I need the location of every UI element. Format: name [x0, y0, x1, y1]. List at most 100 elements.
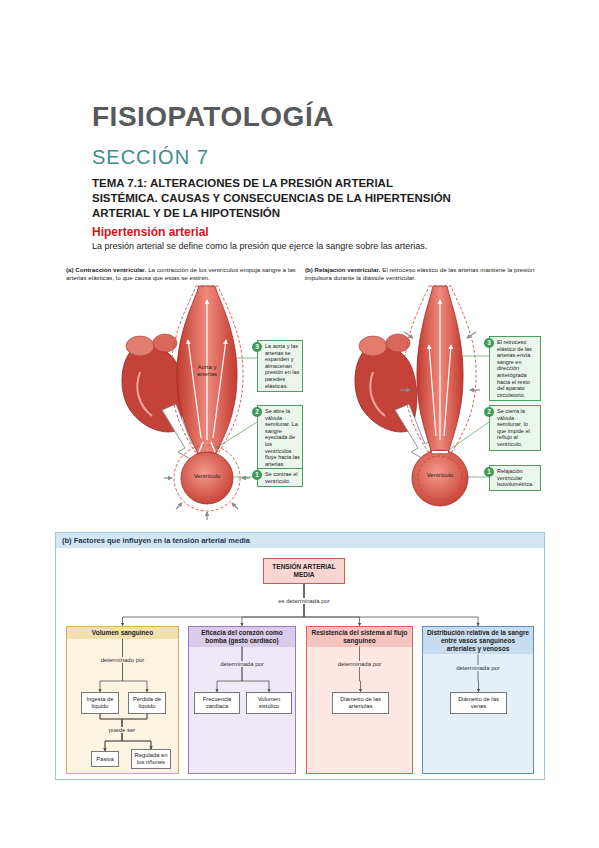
- callout-box: 2Se cierra la válvula semilunar, lo que …: [489, 405, 541, 451]
- callout-number: 2: [252, 407, 262, 417]
- aorta-vessel: [177, 286, 237, 454]
- leader-line: [463, 356, 489, 357]
- factor-text: Diámetro de las arteriolas: [333, 696, 388, 709]
- factor-text: Diámetro de las venas: [451, 696, 506, 709]
- connector-label: determinada por: [336, 661, 384, 667]
- leader-line: [216, 422, 257, 448]
- callout-box: 3El retroceso elástico de las arterias e…: [489, 336, 541, 401]
- connector: [123, 584, 305, 626]
- part-label: Ventrículo: [187, 473, 227, 480]
- ventricle-circle: [412, 450, 468, 506]
- flow-arrow: [439, 300, 440, 440]
- factor-box: Diámetro de las arteriolas: [332, 692, 389, 714]
- part-label: Aorta y arterias: [187, 364, 227, 378]
- summary-text: TENSIÓN ARTERIAL MEDIA: [264, 563, 344, 579]
- stretch-outline: [404, 286, 476, 452]
- factor-box: Ingesta de líquido: [81, 692, 119, 714]
- factor-heading: Distribución relativa de la sangre entre…: [423, 627, 533, 654]
- subsection-heading: Hipertensión arterial: [92, 225, 209, 239]
- recoil-arrow: [404, 332, 413, 338]
- force-arrow: [232, 503, 238, 509]
- connector: [105, 714, 147, 751]
- callout-text: Se abre la válvula semilunar. La sangre …: [265, 408, 300, 467]
- callout-text: La aorta y las arterias se expanden y al…: [265, 343, 300, 389]
- connector: [217, 647, 242, 692]
- page-title: FISIOPATOLOGÍA: [92, 101, 334, 133]
- force-arrow: [206, 512, 207, 520]
- callout-box: 3La aorta y las arterias se expanden y a…: [257, 340, 303, 392]
- connector: [100, 639, 123, 692]
- recoil-arrow: [467, 332, 476, 338]
- recoil-arrow: [470, 389, 480, 390]
- aorta-vessel: [417, 286, 463, 454]
- panel-heading: (a) Contracción ventricular.: [66, 266, 146, 273]
- factor-box: Pasiva: [91, 751, 119, 767]
- callout-text: Relajación ventricular isovolumétrica.: [497, 468, 538, 488]
- leader-line: [468, 477, 489, 478]
- topic-heading: TEMA 7.1: ALTERACIONES DE LA PRESIÓN ART…: [92, 176, 452, 221]
- callout-number: 1: [252, 470, 262, 480]
- connector: [242, 584, 304, 626]
- connector: [100, 714, 151, 749]
- valve-leaflet: [211, 442, 215, 452]
- factor-panel: Eficacia del corazón como bomba (gasto c…: [188, 626, 296, 774]
- factor-heading: Eficacia del corazón como bomba (gasto c…: [189, 627, 295, 647]
- definition-text: La presión arterial se define como la pr…: [92, 241, 562, 251]
- connector-label: determinada por: [454, 665, 502, 671]
- factor-text: Regulada en los riñones: [132, 752, 170, 765]
- callout-number: 3: [252, 342, 262, 352]
- callout-box: 1Relajación ventricular isovolumétrica.: [489, 465, 541, 491]
- flow-arrow: [188, 340, 201, 438]
- connector: [478, 654, 480, 692]
- force-arrow: [164, 477, 172, 478]
- callout-text: Se contrae el ventrículo.: [265, 471, 300, 484]
- callout-number: 1: [484, 467, 494, 477]
- factor-box: Regulada en los riñones: [131, 749, 171, 769]
- connector-label: es determinada por: [276, 598, 332, 604]
- panel-caption-block: (a) Contracción ventricular.La contracci…: [66, 266, 302, 282]
- factor-box: Diámetro de las venas: [450, 692, 507, 714]
- factor-box: Volumen sistólico: [246, 692, 292, 714]
- factor-panel: Distribución relativa de la sangre entre…: [422, 626, 534, 774]
- flow-arrow: [444, 345, 451, 436]
- callout-box: 2Se abre la válvula semilunar. La sangre…: [257, 405, 303, 470]
- connector-label: determinada por: [218, 661, 266, 667]
- connector-label: determinado por: [99, 657, 147, 663]
- callout-text: Se cierra la válvula semilunar, lo que i…: [497, 408, 538, 448]
- factor-text: Volumen sistólico: [247, 696, 291, 709]
- factor-text: Pérdida de líquido: [129, 696, 165, 709]
- leader-line: [449, 422, 489, 450]
- recoil-arrow: [400, 389, 410, 390]
- valve-closed: [432, 451, 448, 453]
- factor-panel: Volumen sanguíneoIngesta de líquidoPérdi…: [66, 626, 179, 774]
- figure-heading: (b) Factores que influyen en la tensión …: [56, 533, 544, 548]
- factor-text: Pasiva: [96, 756, 113, 763]
- relax-outline: [418, 456, 462, 500]
- factor-text: Frecuencia cardíaca: [195, 696, 239, 709]
- factor-heading: Resistencia del sistema al flujo sanguín…: [307, 627, 412, 647]
- connector: [123, 639, 148, 692]
- section-heading: SECCIÓN 7: [92, 146, 209, 169]
- flow-arrow: [429, 345, 436, 436]
- factor-text: Ingesta de líquido: [82, 696, 118, 709]
- flow-arrow: [213, 340, 226, 438]
- stretch-outline: [174, 445, 240, 511]
- connector: [360, 647, 361, 692]
- valve-leaflet: [199, 442, 203, 452]
- callout-number: 3: [484, 338, 494, 348]
- ventricle-circle: [181, 452, 233, 504]
- panel-heading: (b) Relajación ventricular.: [305, 266, 380, 273]
- factor-box: Pérdida de líquido: [128, 692, 166, 714]
- leader-line: [236, 358, 257, 359]
- factor-box: Frecuencia cardíaca: [194, 692, 240, 714]
- connector: [304, 584, 478, 626]
- callout-box: 1Se contrae el ventrículo.: [257, 468, 303, 487]
- connector: [242, 647, 269, 692]
- summary-box: TENSIÓN ARTERIAL MEDIA: [263, 558, 345, 584]
- force-arrow: [242, 477, 250, 478]
- force-arrow: [176, 503, 182, 509]
- factor-panel: Resistencia del sistema al flujo sanguín…: [306, 626, 413, 774]
- panel-caption-block: (b) Relajación ventricular.El retroceso …: [305, 266, 545, 282]
- part-label: Ventrículo: [420, 472, 460, 479]
